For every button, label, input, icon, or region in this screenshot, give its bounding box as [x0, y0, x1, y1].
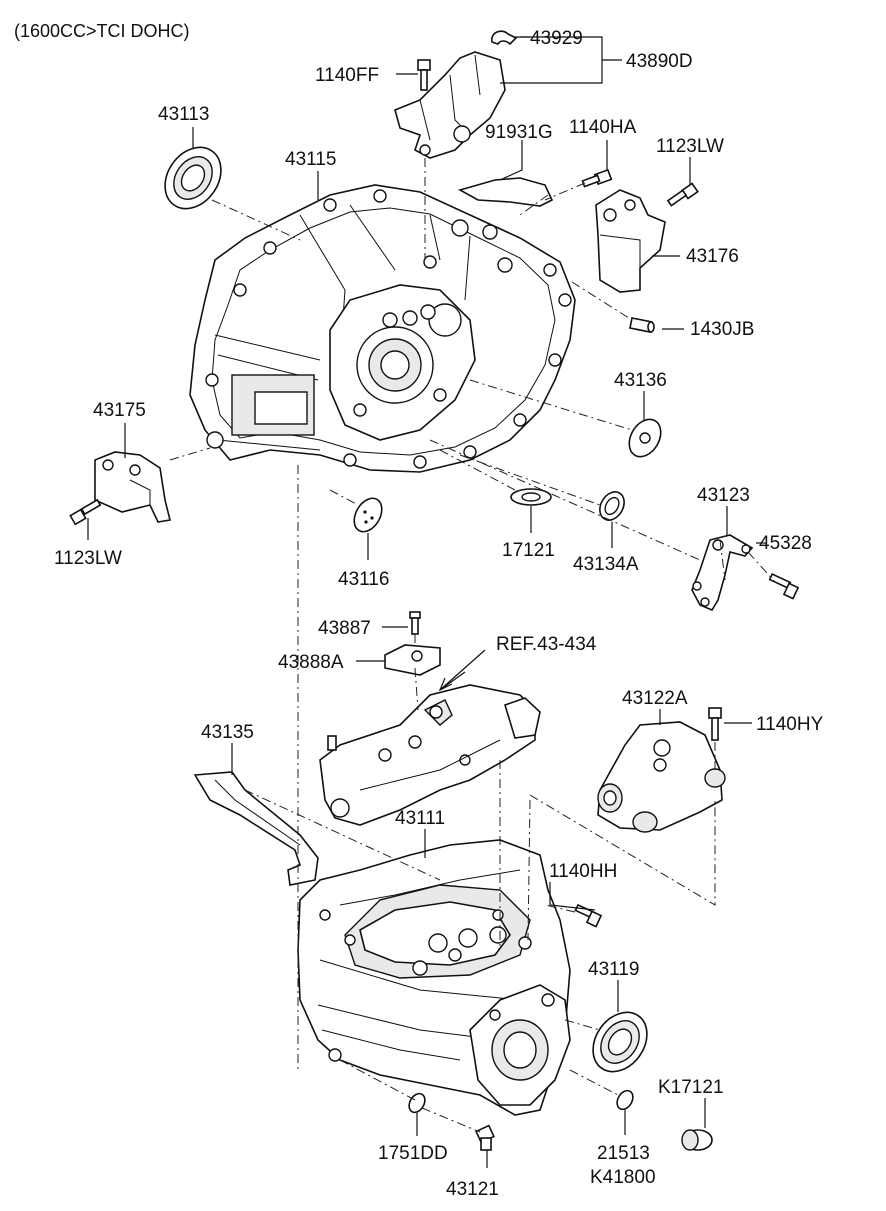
label-43888A: 43888A — [278, 652, 344, 673]
clip-43929 — [491, 30, 518, 46]
block-43888A — [384, 644, 441, 676]
bracket-43135 — [193, 771, 319, 886]
label-43135: 43135 — [201, 722, 254, 743]
label-21513: 21513 — [597, 1143, 650, 1164]
plug-K17121 — [681, 1129, 713, 1151]
label-43116: 43116 — [338, 569, 389, 590]
label-43113: 43113 — [158, 104, 209, 125]
label-45328: 45328 — [759, 533, 812, 554]
label-K41800: K41800 — [590, 1167, 656, 1188]
oil-seal-43119 — [592, 1011, 648, 1073]
bolt-1123LW-top — [666, 182, 699, 207]
label-43890D: 43890D — [626, 51, 693, 72]
label-43176: 43176 — [686, 246, 739, 267]
label-1123LW-left: 1123LW — [54, 548, 122, 569]
part-labels: 43929 43890D 1140FF 43113 91931G 1140HA … — [54, 28, 824, 1200]
label-43122A: 43122A — [622, 688, 688, 709]
bolt-45328 — [768, 572, 800, 600]
washer-17121 — [510, 488, 552, 506]
label-K17121: K17121 — [658, 1077, 724, 1098]
label-1140FF: 1140FF — [315, 65, 379, 86]
bolt-1123LW-left — [69, 498, 102, 526]
bolt-1140HY — [708, 707, 722, 741]
label-1140HY: 1140HY — [756, 714, 824, 735]
plug-43121 — [475, 1124, 495, 1151]
label-43929: 43929 — [530, 28, 583, 49]
assembly-lines — [169, 158, 776, 1133]
bracket-43890D — [394, 51, 506, 159]
bolt-1140HA — [581, 168, 613, 188]
engine-spec-header: (1600CC>TCI DOHC) — [14, 21, 190, 41]
plate-43123 — [691, 534, 754, 612]
gasket-1751DD — [408, 1092, 426, 1114]
label-43887: 43887 — [318, 618, 371, 639]
label-1123LW-top: 1123LW — [656, 136, 724, 157]
bolt-43887 — [409, 611, 421, 635]
bracket-91931G — [457, 177, 554, 207]
oil-seal-43113 — [164, 146, 222, 210]
cover-43136 — [628, 418, 662, 458]
leader-lines — [87, 36, 766, 1168]
shim-43116 — [353, 497, 383, 533]
bolt-1140FF — [417, 59, 431, 91]
label-ref-43-434: REF.43-434 — [496, 634, 597, 655]
label-43121: 43121 — [446, 1179, 499, 1200]
dowel-pin-1430JB — [629, 317, 655, 333]
mount-43122A — [597, 721, 726, 833]
shift-assembly-ref-43-434 — [319, 684, 541, 826]
label-43119: 43119 — [588, 959, 639, 980]
label-1140HA: 1140HA — [569, 117, 637, 138]
oil-seal-43134A — [599, 491, 625, 521]
label-17121: 17121 — [502, 540, 555, 561]
bracket-43175 — [94, 451, 171, 523]
label-1430JB: 1430JB — [690, 319, 754, 340]
label-43175: 43175 — [93, 400, 146, 421]
transaxle-case-43111 — [297, 839, 571, 1116]
washer-21513 — [616, 1089, 634, 1111]
label-43123: 43123 — [697, 485, 750, 506]
label-91931G: 91931G — [485, 122, 553, 143]
label-1140HH: 1140HH — [549, 861, 617, 882]
bracket-43176 — [595, 189, 666, 293]
label-43115: 43115 — [285, 149, 336, 170]
label-43136: 43136 — [614, 370, 667, 391]
label-43134A: 43134A — [573, 554, 639, 575]
label-1751DD: 1751DD — [378, 1143, 448, 1164]
label-43111: 43111 — [395, 808, 445, 829]
clutch-housing-43115 — [189, 184, 576, 473]
